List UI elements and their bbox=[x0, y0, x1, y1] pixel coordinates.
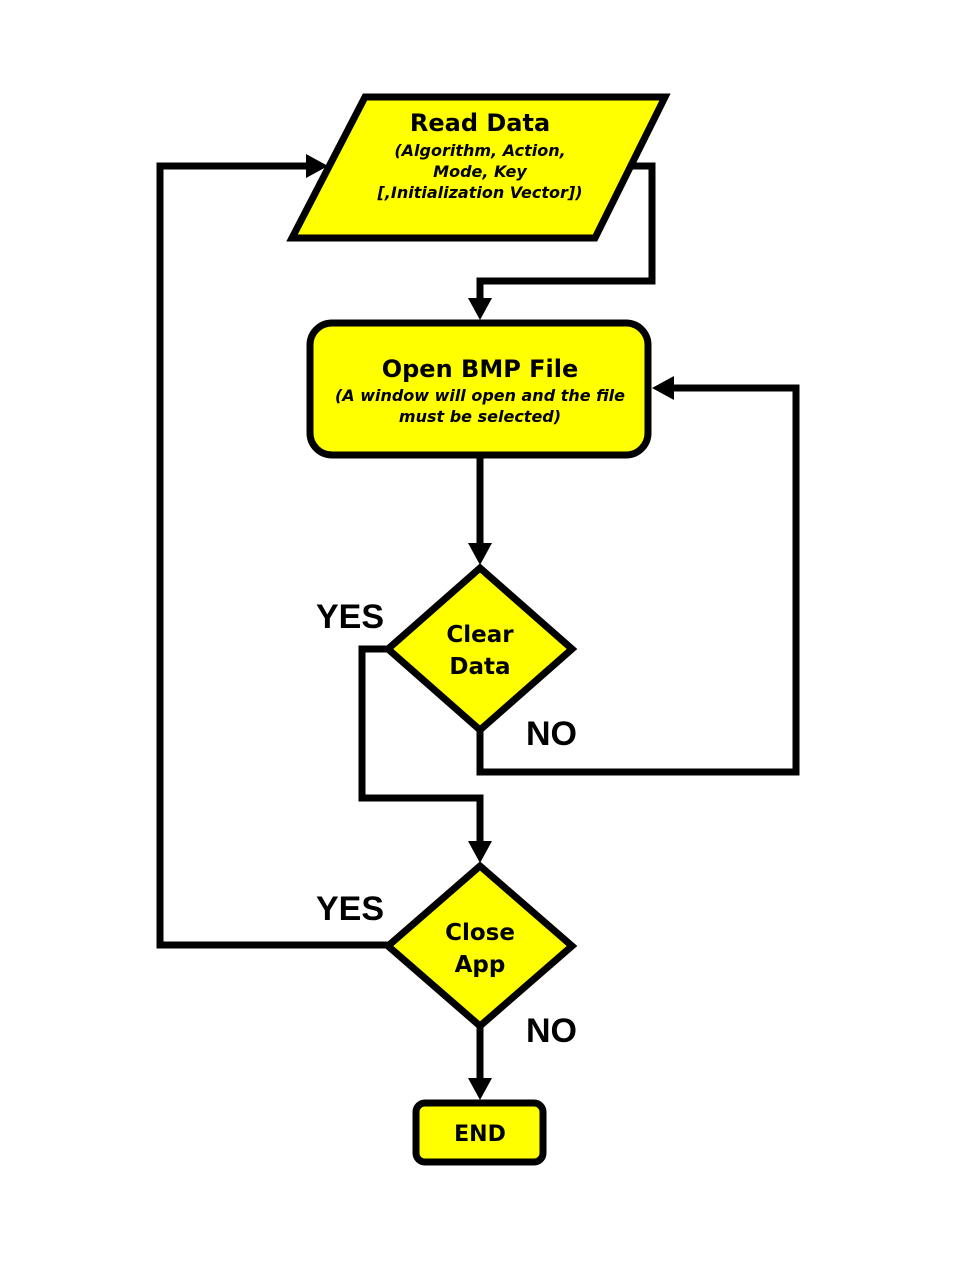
read-data-line-2: Mode, Key bbox=[433, 162, 527, 181]
close-app-diamond bbox=[382, 861, 578, 1031]
open-bmp-line-2: must be selected) bbox=[399, 407, 561, 426]
close-app-line-1: Close bbox=[445, 920, 515, 946]
arrowhead-end-top bbox=[468, 1078, 492, 1100]
clear-data-line-2: Data bbox=[449, 654, 510, 680]
close-app-line-2: App bbox=[455, 952, 506, 978]
read-data-line-1: (Algorithm, Action, bbox=[394, 141, 565, 160]
end-terminal bbox=[412, 1099, 547, 1166]
clear-data-diamond bbox=[382, 563, 578, 735]
connector-clear-yes-to-close bbox=[358, 645, 484, 843]
arrowhead-open-bmp-right bbox=[652, 376, 674, 400]
connector-read-to-open bbox=[476, 162, 656, 300]
read-data-line-3: [,Initialization Vector]) bbox=[376, 183, 582, 202]
open-bmp-title: Open BMP File bbox=[382, 355, 579, 383]
connector-close-yes-loop bbox=[156, 162, 388, 949]
arrowhead-clear-data-top bbox=[468, 543, 492, 565]
read-data-title: Read Data bbox=[410, 109, 550, 137]
connector-clear-no-loop bbox=[476, 384, 800, 776]
arrowhead-read-data-left bbox=[306, 154, 328, 178]
arrowhead-open-bmp-top bbox=[468, 298, 492, 320]
end-label: END bbox=[454, 1122, 506, 1147]
open-bmp-file-box bbox=[306, 319, 652, 459]
arrowhead-close-app-top bbox=[468, 841, 492, 863]
read-data-parallelogram bbox=[286, 93, 671, 242]
clear-data-no-label: NO bbox=[526, 715, 577, 753]
open-bmp-line-1: (A window will open and the file bbox=[335, 386, 625, 405]
close-app-yes-label: YES bbox=[316, 890, 384, 928]
clear-data-yes-label: YES bbox=[316, 598, 384, 636]
close-app-no-label: NO bbox=[526, 1012, 577, 1050]
clear-data-line-1: Clear bbox=[446, 622, 514, 648]
